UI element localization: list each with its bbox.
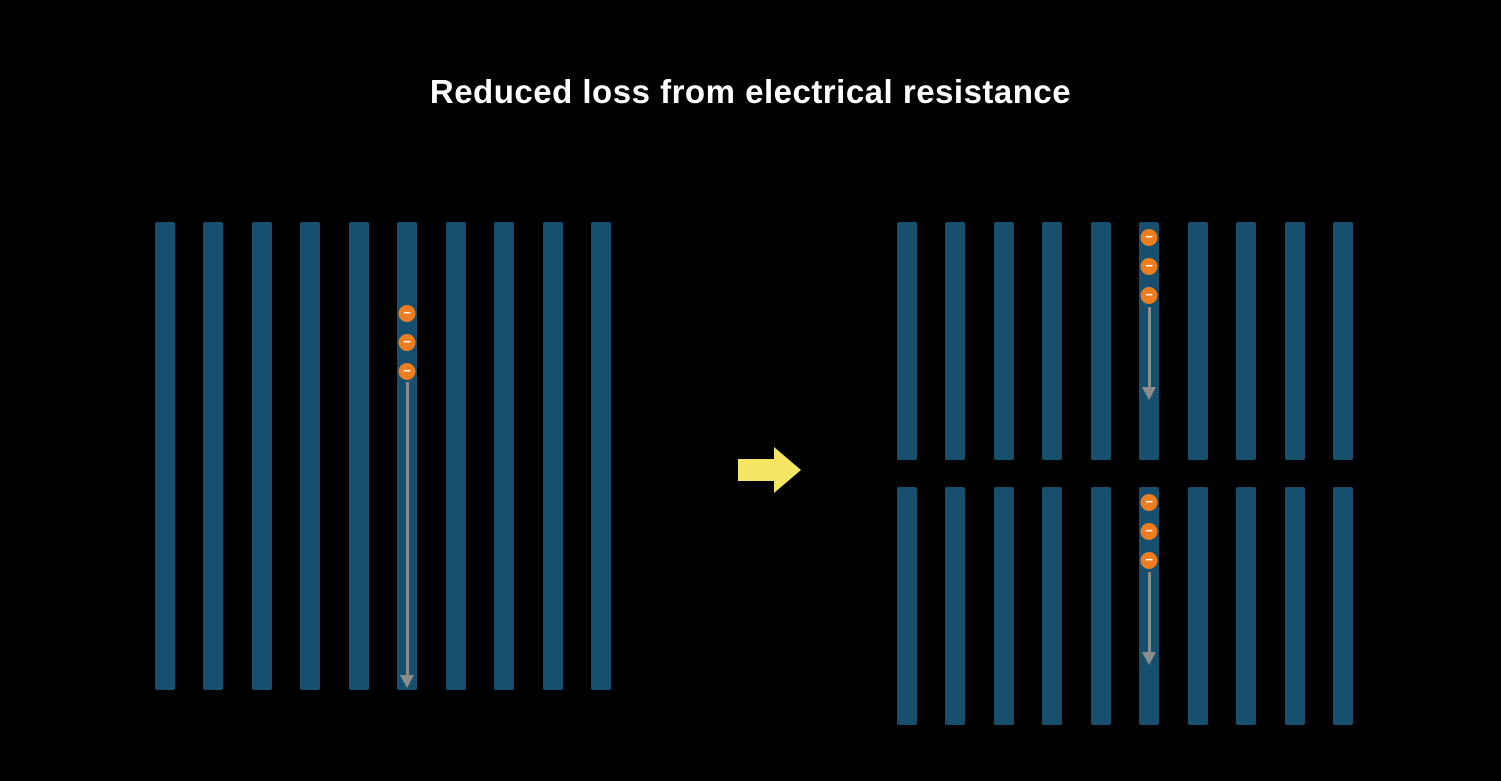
current-flow-overlay: − − − bbox=[1139, 222, 1159, 460]
coil-winding-bar bbox=[542, 222, 563, 690]
coil-winding-bar bbox=[1332, 222, 1353, 460]
split-coil-top-diagram: − − − bbox=[897, 222, 1353, 460]
current-flow-overlay: − − − bbox=[1139, 487, 1159, 725]
coil-winding-bar bbox=[590, 222, 611, 690]
coil-winding-bar bbox=[1042, 222, 1063, 460]
coil-winding-bar bbox=[1236, 222, 1257, 460]
coil-winding-bar bbox=[1187, 487, 1208, 725]
coil-winding-bar bbox=[945, 222, 966, 460]
electron-stack: − − − bbox=[1140, 229, 1158, 304]
electron-icon: − bbox=[1140, 287, 1158, 304]
electron-icon: − bbox=[1140, 523, 1158, 540]
coil-winding-bar bbox=[1284, 487, 1305, 725]
coil-winding-bar bbox=[897, 487, 917, 725]
coil-winding-bar bbox=[945, 487, 966, 725]
coil-winding-bar bbox=[445, 222, 466, 690]
single-coil-diagram: − − − bbox=[155, 222, 611, 690]
electron-icon: − bbox=[1140, 229, 1158, 246]
coil-winding-bar bbox=[348, 222, 369, 690]
coil-winding-bar bbox=[993, 222, 1014, 460]
coil-winding-bar bbox=[300, 222, 321, 690]
coil-winding-bar bbox=[1284, 222, 1305, 460]
coil-winding-bar bbox=[203, 222, 224, 690]
electron-stack: − − − bbox=[398, 305, 416, 380]
electron-stack: − − − bbox=[1140, 494, 1158, 569]
coil-winding-bar bbox=[1187, 222, 1208, 460]
coil-winding-bar bbox=[155, 222, 175, 690]
current-flow-overlay: − − − bbox=[397, 222, 417, 690]
current-direction-arrow-icon bbox=[1142, 307, 1157, 400]
coil-winding-bar bbox=[897, 222, 917, 460]
current-direction-arrow-icon bbox=[1142, 572, 1157, 665]
coil-winding-bar bbox=[1042, 487, 1063, 725]
split-coil-bottom-diagram: − − − bbox=[897, 487, 1353, 725]
coil-winding-bar bbox=[494, 222, 515, 690]
coil-winding-bar bbox=[993, 487, 1014, 725]
coil-winding-bar bbox=[251, 222, 272, 690]
transition-arrow-icon bbox=[738, 447, 801, 493]
electron-icon: − bbox=[398, 363, 416, 380]
electron-icon: − bbox=[1140, 552, 1158, 569]
current-direction-arrow-icon bbox=[400, 382, 415, 688]
electron-icon: − bbox=[398, 305, 416, 322]
page-title: Reduced loss from electrical resistance bbox=[429, 73, 1072, 110]
electron-icon: − bbox=[1140, 258, 1158, 275]
coil-winding-bar bbox=[1090, 222, 1111, 460]
coil-winding-bar bbox=[1332, 487, 1353, 725]
electron-icon: − bbox=[398, 334, 416, 351]
electron-icon: − bbox=[1140, 494, 1158, 511]
coil-winding-bar bbox=[1090, 487, 1111, 725]
coil-winding-bar bbox=[1236, 487, 1257, 725]
